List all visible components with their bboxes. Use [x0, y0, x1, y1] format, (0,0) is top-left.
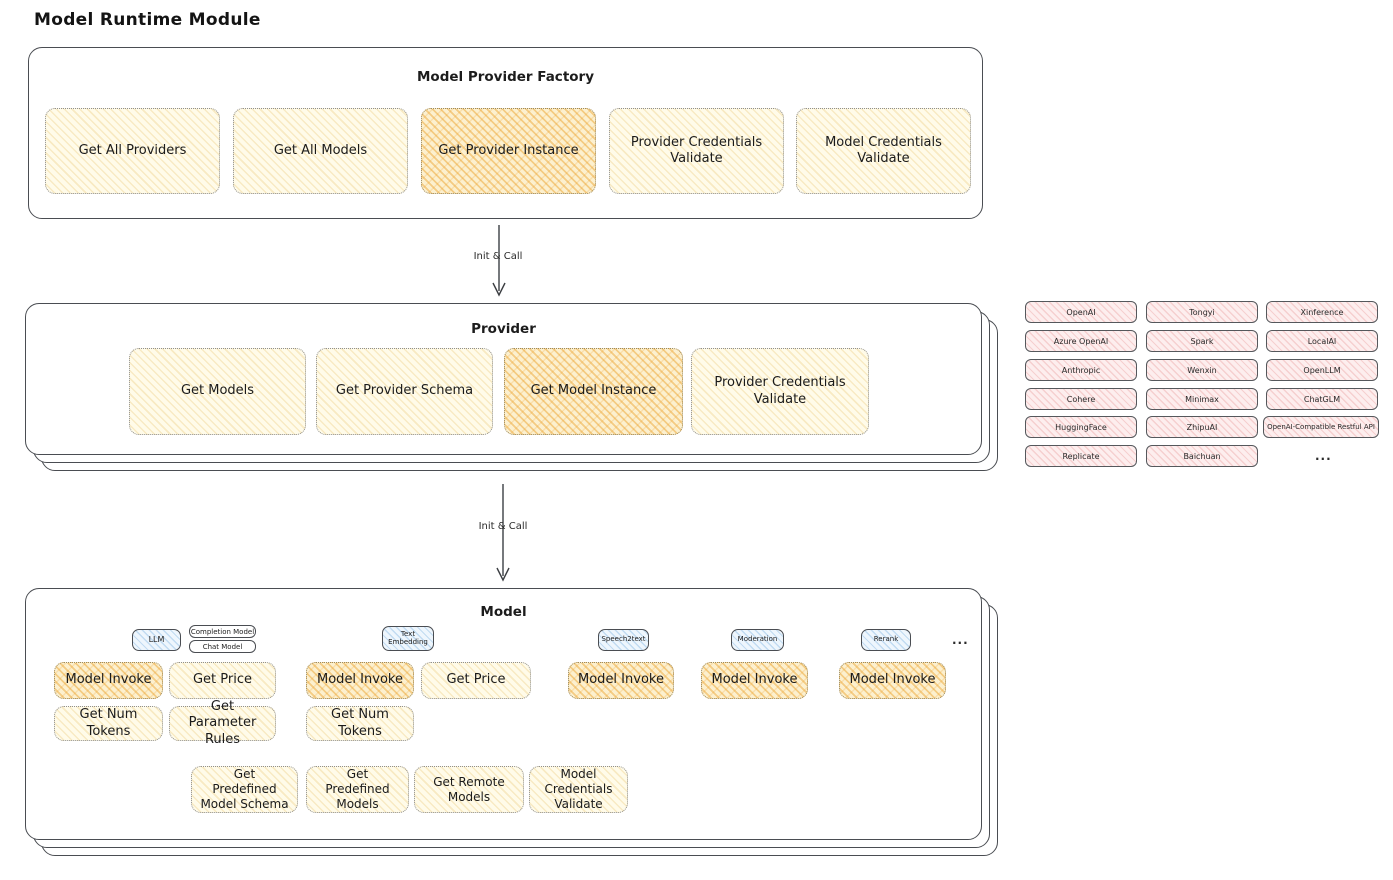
provider-item-openai: OpenAI — [1025, 301, 1137, 323]
llm-get-parameter-rules-button: Get Parameter Rules — [169, 699, 276, 747]
get-predefined-models-button: Get Predefined Models — [306, 766, 409, 813]
model-tabs-more: ... — [952, 633, 969, 647]
provider-item-chatglm: ChatGLM — [1266, 388, 1378, 410]
provider-list-more: ... — [1315, 449, 1332, 463]
text-embedding-get-num-tokens-button: Get Num Tokens — [306, 706, 414, 741]
provider-button-get-model-instance: Get Model Instance — [504, 348, 683, 435]
provider-item-minimax: Minimax — [1146, 388, 1258, 410]
badge-completion-model: Completion Model — [189, 625, 256, 638]
tab-llm: LLM — [132, 629, 181, 651]
tab-text-embedding: Text Embedding — [382, 626, 434, 651]
text-embedding-model-invoke-button: Model Invoke — [306, 662, 414, 699]
tab-rerank: Rerank — [861, 629, 911, 651]
get-predefined-model-schema-button: Get Predefined Model Schema — [191, 766, 298, 813]
moderation-model-invoke-button: Model Invoke — [701, 662, 808, 699]
tab-speech2text: Speech2text — [598, 629, 649, 651]
factory-button-get-provider-instance: Get Provider Instance — [421, 108, 596, 194]
model-credentials-validate-button: Model Credentials Validate — [529, 766, 628, 813]
provider-button-get-provider-schema: Get Provider Schema — [316, 348, 493, 435]
speech2text-model-invoke-button: Model Invoke — [568, 662, 674, 699]
factory-button-model-credentials-validate: Model Credentials Validate — [796, 108, 971, 194]
provider-item-spark: Spark — [1146, 330, 1258, 352]
llm-get-num-tokens-button: Get Num Tokens — [54, 706, 163, 741]
arrow-provider-to-model — [496, 484, 510, 582]
provider-item-wenxin: Wenxin — [1146, 359, 1258, 381]
llm-model-invoke-button: Model Invoke — [54, 662, 163, 699]
text-embedding-get-price-button: Get Price — [421, 662, 531, 699]
provider-item-baichuan: Baichuan — [1146, 445, 1258, 467]
factory-button-provider-credentials-validate: Provider Credentials Validate — [609, 108, 784, 194]
provider-item-xinference: Xinference — [1266, 301, 1378, 323]
provider-button-provider-credentials-validate: Provider Credentials Validate — [691, 348, 869, 435]
provider-item-openai-compatible: OpenAI-Compatible Restful API — [1263, 416, 1379, 438]
rerank-model-invoke-button: Model Invoke — [839, 662, 946, 699]
provider-item-huggingface: HuggingFace — [1025, 416, 1137, 438]
provider-item-cohere: Cohere — [1025, 388, 1137, 410]
factory-button-get-all-models: Get All Models — [233, 108, 408, 194]
provider-box: Provider Get Models Get Provider Schema … — [25, 303, 982, 455]
model-box: Model LLM Completion Model Chat Model Te… — [25, 588, 982, 840]
provider-list: OpenAI Azure OpenAI Anthropic Cohere Hug… — [1025, 301, 1385, 471]
arrow-factory-to-provider — [492, 225, 506, 297]
model-title: Model — [480, 604, 527, 620]
provider-item-anthropic: Anthropic — [1025, 359, 1137, 381]
badge-chat-model: Chat Model — [189, 640, 256, 653]
provider-title: Provider — [471, 321, 536, 337]
factory-button-get-all-providers: Get All Providers — [45, 108, 220, 194]
provider-item-zhipuai: ZhipuAI — [1146, 416, 1258, 438]
provider-button-get-models: Get Models — [129, 348, 306, 435]
get-remote-models-button: Get Remote Models — [414, 766, 524, 813]
provider-item-replicate: Replicate — [1025, 445, 1137, 467]
provider-item-localai: LocalAI — [1266, 330, 1378, 352]
page-title: Model Runtime Module — [34, 10, 261, 30]
provider-item-openllm: OpenLLM — [1266, 359, 1378, 381]
factory-title: Model Provider Factory — [416, 69, 595, 85]
provider-item-azure-openai: Azure OpenAI — [1025, 330, 1137, 352]
arrow1-label: Init & Call — [473, 251, 523, 262]
tab-moderation: Moderation — [731, 629, 784, 651]
llm-get-price-button: Get Price — [169, 662, 276, 699]
arrow2-label: Init & Call — [478, 521, 528, 532]
provider-item-tongyi: Tongyi — [1146, 301, 1258, 323]
factory-box: Model Provider Factory Get All Providers… — [28, 47, 983, 219]
